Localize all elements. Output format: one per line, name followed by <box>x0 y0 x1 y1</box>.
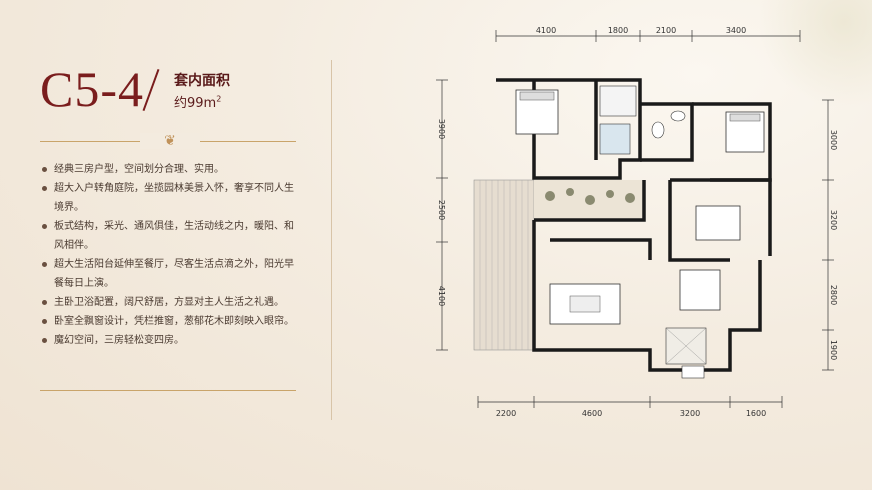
third-bed-icon <box>695 205 741 241</box>
area-label: 套内面积 <box>174 73 230 89</box>
deck-planks <box>479 180 529 350</box>
dim-left-2: 2500 <box>437 200 446 220</box>
feature-item: 经典三房户型，空间划分合理、实用。 <box>40 160 300 179</box>
bathtub-icon <box>599 85 637 117</box>
model-code: C5-4 <box>40 61 144 117</box>
floor-plan-drawing: 4100 1800 2100 3400 2200 4600 3200 1600 … <box>436 26 838 418</box>
right-dimensions: 3000 3200 2800 1900 <box>822 99 838 371</box>
dim-bottom-3: 3200 <box>680 409 700 418</box>
top-dimensions: 4100 1800 2100 3400 <box>495 26 801 42</box>
dim-right-2: 3200 <box>829 210 838 230</box>
coffee-table-icon <box>569 295 601 313</box>
feature-list: 经典三房户型，空间划分合理、实用。 超大入户转角庭院，坐揽园林美景入怀，奢享不同… <box>40 160 300 350</box>
sink-icon <box>670 110 686 122</box>
feature-item: 板式结构，采光、通风俱佳，生活动线之内，暖阳、和风相伴。 <box>40 217 300 255</box>
dim-top-2: 1800 <box>608 26 628 35</box>
left-dimensions: 3900 2500 4100 <box>436 79 448 351</box>
vertical-separator <box>331 60 332 420</box>
stove-icon <box>681 365 705 379</box>
dim-bottom-2: 4600 <box>582 409 602 418</box>
title-slash <box>142 68 160 112</box>
bottom-dimensions: 2200 4600 3200 1600 <box>477 396 783 418</box>
ornament-icon: ❦ <box>140 133 200 149</box>
kitchen-tiles <box>665 327 707 365</box>
feature-item: 超大入户转角庭院，坐揽园林美景入怀，奢享不同人生境界。 <box>40 179 300 217</box>
dim-right-3: 2800 <box>829 285 838 305</box>
shower-icon <box>599 123 631 155</box>
dim-top-1: 4100 <box>536 26 556 35</box>
dim-right-4: 1900 <box>829 340 838 360</box>
dim-left-1: 3900 <box>437 119 446 139</box>
divider-bottom <box>40 390 296 391</box>
dining-table-icon <box>679 269 721 311</box>
feature-item: 魔幻空间，三房轻松变四房。 <box>40 331 300 350</box>
info-panel: C5-4 套内面积 约99m2 ❦ 经典三房户型，空间划分合理、实用。 超大入户… <box>0 0 320 490</box>
dim-top-3: 2100 <box>656 26 676 35</box>
dim-right-1: 3000 <box>829 130 838 150</box>
feature-item: 卧室全飘窗设计，凭栏推窗，葱郁花木即刻映入眼帘。 <box>40 312 300 331</box>
feature-item: 超大生活阳台延伸至餐厅，尽客生活点滴之外，阳光早餐每日上演。 <box>40 255 300 293</box>
dim-left-3: 4100 <box>437 286 446 306</box>
area-value: 约99m2 <box>174 94 222 111</box>
floor-plan: 4100 1800 2100 3400 2200 4600 3200 1600 … <box>430 20 850 460</box>
dim-bottom-4: 1600 <box>746 409 766 418</box>
corner-flower-decoration <box>732 0 872 110</box>
dim-bottom-1: 2200 <box>496 409 516 418</box>
feature-item: 主卧卫浴配置，阔尺舒居，方显对主人生活之礼遇。 <box>40 293 300 312</box>
second-bed-pillow-icon <box>729 113 761 122</box>
toilet-icon <box>651 121 665 139</box>
dim-top-4: 3400 <box>726 26 746 35</box>
master-bed-pillow-icon <box>519 91 555 101</box>
garden-plants <box>545 188 635 205</box>
